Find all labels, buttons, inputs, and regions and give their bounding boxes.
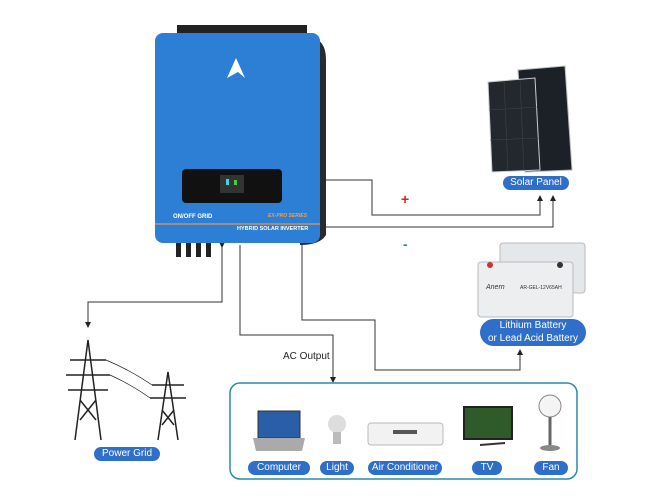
inverter-image [155, 25, 326, 257]
wiring [85, 179, 556, 383]
ac-output-label: AC Output [283, 351, 330, 362]
ac-output-wire [239, 245, 336, 383]
battery-label: Lithium Battery or Lead Acid Battery [480, 319, 586, 346]
pv-negative-wire [318, 195, 556, 228]
light-bulb-icon [328, 415, 346, 444]
battery-label-line2: or Lead Acid Battery [487, 333, 579, 344]
brand-logo-icon [227, 58, 245, 78]
svg-text:AR-GEL-12V65AH: AR-GEL-12V65AH [520, 285, 562, 291]
computer-icon [253, 410, 305, 451]
negative-sign: - [403, 236, 408, 252]
inverter-series-label: EX-PRO SERIES [268, 213, 307, 219]
inverter-model-label: HYBRID SOLAR INVERTER [237, 226, 309, 232]
grid-wire [85, 242, 225, 328]
solar-panel-label: Solar Panel [503, 176, 569, 190]
power-grid-label: Power Grid [94, 447, 160, 461]
appliances-box [229, 382, 578, 480]
solar-panel-image [487, 65, 573, 173]
svg-text:Anern: Anern [485, 284, 505, 291]
appliance-label-computer: Computer [248, 461, 310, 475]
battery-wire [301, 245, 523, 371]
tv-icon [463, 406, 513, 446]
appliance-label-fan: Fan [534, 461, 568, 475]
pv-positive-wire [318, 179, 543, 216]
battery-label-line1: Lithium Battery [499, 320, 567, 331]
inverter-mode-label: ON/OFF GRID [173, 214, 213, 220]
appliance-label-light: Light [320, 461, 354, 475]
fan-icon [538, 394, 562, 451]
air-conditioner-icon [367, 422, 444, 446]
battery-image: Anern AR-GEL-12V65AH [477, 242, 586, 318]
appliance-label-air-conditioner: Air Conditioner [368, 461, 442, 475]
appliance-label-tv: TV [472, 461, 502, 475]
power-grid-towers-image [66, 339, 186, 441]
positive-sign: + [401, 191, 409, 207]
appliance-icons [253, 394, 562, 451]
